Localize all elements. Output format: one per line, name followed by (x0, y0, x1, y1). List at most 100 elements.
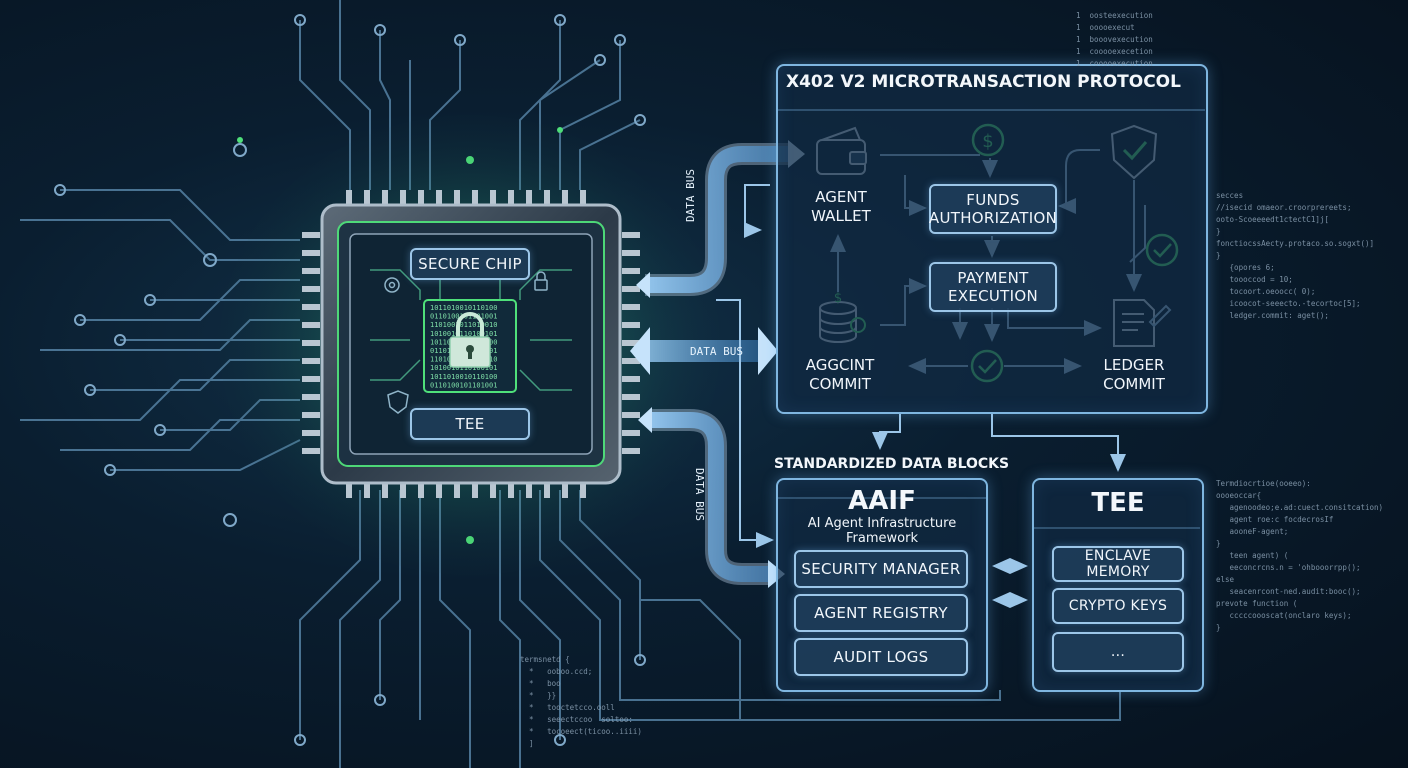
chip-pin (544, 190, 550, 204)
data-bus-middle-label: DATA BUS (690, 345, 743, 358)
aaif-subtitle-line-2: Framework (846, 531, 918, 546)
chip-pin (382, 190, 388, 204)
enclave-memory-item[interactable]: ENCLAVE MEMORY (1052, 546, 1184, 582)
small-lock-icon (534, 271, 548, 291)
chip-pin (302, 448, 320, 454)
chip-pin (364, 484, 370, 498)
code-line: 1 booovexecution (1076, 35, 1153, 44)
chip-pin (562, 484, 568, 498)
code-line: ledger.commit: aget(); (1216, 311, 1329, 320)
data-bus-top-label: DATA BUS (684, 169, 697, 222)
code-line: fonctiocssAecty.protaco.so.sogxt()] (1216, 239, 1375, 248)
tee-panel-title: TEE (1091, 488, 1145, 518)
chip-pin (622, 394, 640, 400)
chip-pin (622, 286, 640, 292)
funds-authorization-line-1: FUNDS (966, 191, 1020, 209)
protocol-panel (776, 64, 1208, 414)
chip-pin (490, 484, 496, 498)
code-line: eeconcrcns.n = 'ohbooorrpp(); (1216, 563, 1361, 572)
chip-pin (622, 412, 640, 418)
code-line: tocoort.oeoocc( 0); (1216, 287, 1316, 296)
chip-pin (622, 430, 640, 436)
chip-padlock-icon (449, 312, 491, 368)
chip-pin (622, 340, 640, 346)
code-line: 1 cooooexecution (1076, 59, 1153, 68)
binary-row: 0110100101101001 (430, 381, 497, 389)
chip-pin (490, 190, 496, 204)
code-line: } (1216, 251, 1221, 260)
chip-pin (302, 358, 320, 364)
code-line: * seeectccoo soltoo: (520, 715, 633, 724)
code-line: termsnetd { (520, 655, 570, 664)
agent-registry-item[interactable]: AGENT REGISTRY (794, 594, 968, 632)
agent-wallet-line-1: AGENT (815, 188, 867, 206)
ledger-commit-line-2: COMMIT (1103, 375, 1165, 393)
agent-wallet-label: AGENT WALLET (800, 188, 882, 226)
code-snippet-right-middle: secces//isecid omaeor.croorprereets;ooto… (1216, 190, 1374, 322)
code-line: prevote function ( (1216, 599, 1298, 608)
code-line: } (1216, 539, 1221, 548)
agent-commit-label: AGGCINT COMMIT (796, 356, 884, 394)
code-line: } (1216, 227, 1221, 236)
chip-pin (302, 268, 320, 274)
chip-pin (302, 232, 320, 238)
chip-pin (454, 190, 460, 204)
code-line: 1 ooooexecut (1076, 23, 1135, 32)
data-blocks-heading: STANDARDIZED DATA BLOCKS (774, 456, 1010, 472)
chip-pin (526, 190, 532, 204)
chip-pin (302, 304, 320, 310)
code-line: else (1216, 575, 1235, 584)
code-line: * }} (520, 691, 557, 700)
chip-pin (302, 430, 320, 436)
data-bus-bottom-label: DATA BUS (693, 468, 706, 521)
code-line: toooccod = 10; (1216, 275, 1293, 284)
chip-pin (382, 484, 388, 498)
gear-icon (384, 277, 400, 293)
chip-pin (436, 190, 442, 204)
code-line: oooeoccar{ (1216, 491, 1262, 500)
protocol-title: X402 V2 MICROTRANSACTION PROTOCOL (786, 72, 1181, 92)
payment-execution-line-1: PAYMENT (957, 269, 1029, 287)
ledger-commit-label: LEDGER COMMIT (1090, 356, 1178, 394)
chip-pin (580, 484, 586, 498)
chip-pin (302, 394, 320, 400)
chip-pin (622, 268, 640, 274)
code-snippet-bottom-left: termsnetd { * ooboo.ccd; * boo * }} * to… (520, 654, 642, 750)
payment-execution-box[interactable]: PAYMENT EXECUTION (929, 262, 1057, 312)
code-line: seacenrcont-ned.audit:booc(); (1216, 587, 1361, 596)
code-line: agent roe:c focdecrosIf (1216, 515, 1334, 524)
data-bus-bottom (638, 407, 785, 588)
binary-row: 1101001011010010 (430, 321, 497, 329)
agent-commit-line-1: AGGCINT (805, 356, 875, 374)
audit-logs-item[interactable]: AUDIT LOGS (794, 638, 968, 676)
binary-row: 1010010110100101 (430, 364, 497, 372)
code-line: 1 cooooexecetion (1076, 47, 1153, 56)
more-items-placeholder: ... (1052, 632, 1184, 672)
chip-pin (400, 484, 406, 498)
binary-row: 1010010110100101 (430, 330, 497, 338)
agent-wallet-line-2: WALLET (811, 207, 871, 225)
code-line: * ooboo.ccd; (520, 667, 593, 676)
chip-pin (346, 190, 352, 204)
chip-pin (302, 250, 320, 256)
code-line: {opores 6; (1216, 263, 1275, 272)
code-line: ooto-Scoeeeedt1ctectC1]j[ (1216, 215, 1329, 224)
code-line: secces (1216, 191, 1244, 200)
chip-pin (562, 190, 568, 204)
chip-pin (418, 190, 424, 204)
crypto-keys-item[interactable]: CRYPTO KEYS (1052, 588, 1184, 624)
code-snippet-right-lower: Termdiocrtioe(ooeeo):oooeoccar{ agenoode… (1216, 478, 1383, 634)
secure-chip-label: SECURE CHIP (410, 248, 530, 280)
chip-pin (526, 484, 532, 498)
chip-pin (622, 322, 640, 328)
ledger-commit-line-1: LEDGER (1103, 356, 1165, 374)
funds-authorization-box[interactable]: FUNDS AUTHORIZATION (929, 184, 1057, 234)
code-line: aooneF-agent; (1216, 527, 1289, 536)
security-manager-item[interactable]: SECURITY MANAGER (794, 550, 968, 588)
chip-pin (346, 484, 352, 498)
binary-row: 1011010010110100 (430, 373, 497, 381)
code-line: icoocot-seeecto.-tecortoc[5]; (1216, 299, 1361, 308)
chip-pin (622, 304, 640, 310)
chip-pin (508, 190, 514, 204)
chip-pin (580, 190, 586, 204)
